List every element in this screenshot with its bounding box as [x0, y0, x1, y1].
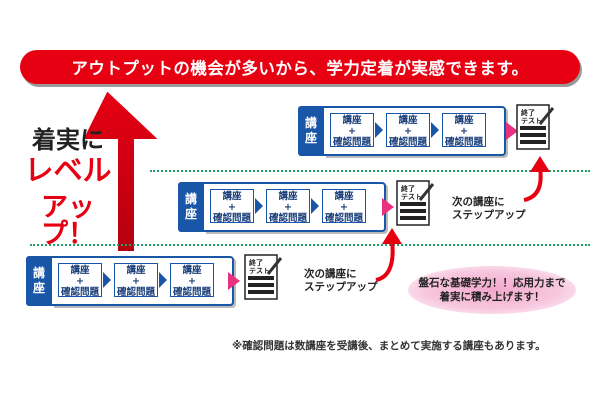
final-test-document-icon: 終了 テスト [244, 254, 282, 300]
headline-banner: アウトプットの機会が多いから、学力定着が実感できます。 [20, 50, 580, 84]
level-divider-top [150, 170, 590, 172]
next-step-note-lower: 次の講座にステップアップ [304, 268, 378, 293]
to-test-arrow [506, 122, 518, 140]
step-up-arrow [523, 156, 550, 202]
test-label-1: 終了 [521, 108, 535, 117]
course-steps-box: 講座+確認問題 講座+確認問題 講座+確認問題 [204, 182, 386, 232]
course-tag: 講座 [26, 256, 52, 306]
step-chevron [375, 122, 383, 138]
course-step: 講座+確認問題 [386, 113, 430, 148]
course-steps-box: 講座+確認問題 講座+確認問題 講座+確認問題 [52, 256, 234, 306]
course-step: 講座+確認問題 [322, 189, 366, 224]
course-steps-box: 講座+確認問題 講座+確認問題 講座+確認問題 [324, 106, 506, 156]
test-label-2: テスト [249, 267, 270, 275]
test-label-2: テスト [401, 193, 422, 201]
step-chevron [311, 198, 319, 214]
course-step: 講座+確認問題 [58, 263, 102, 298]
next-step-note-upper: 次の講座にステップアップ [452, 196, 526, 221]
course-step: 講座+確認問題 [114, 263, 158, 298]
step-chevron [103, 272, 111, 288]
to-test-arrow [382, 198, 394, 216]
to-test-arrow [228, 272, 240, 290]
test-label-1: 終了 [401, 184, 415, 193]
side-text-line2: レベル [24, 153, 112, 187]
final-test-document-icon: 終了 テスト [396, 180, 434, 226]
step-chevron [159, 272, 167, 288]
course-tag: 講座 [298, 106, 324, 156]
step-chevron [255, 198, 263, 214]
side-text-line1: 着実に [32, 126, 104, 154]
course-tag: 講座 [178, 182, 204, 232]
course-step: 講座+確認問題 [442, 113, 486, 148]
course-step: 講座+確認問題 [210, 189, 254, 224]
side-text-line3: アップ！ [41, 192, 95, 250]
step-chevron [431, 122, 439, 138]
level-divider-middle [30, 244, 590, 246]
final-test-document-icon: 終了 テスト [516, 104, 554, 150]
course-step: 講座+確認問題 [170, 263, 214, 298]
course-step: 講座+確認問題 [266, 189, 310, 224]
test-label-1: 終了 [249, 258, 263, 267]
test-label-2: テスト [521, 117, 542, 125]
foundation-bubble: 盤石な基礎学力！！応用力まで 着実に積み上げます！ [408, 266, 576, 314]
step-up-arrow [375, 228, 402, 282]
footnote: ※確認問題は数講座を受講後、まとめて実施する講座もあります。 [232, 340, 546, 352]
course-step: 講座+確認問題 [330, 113, 374, 148]
